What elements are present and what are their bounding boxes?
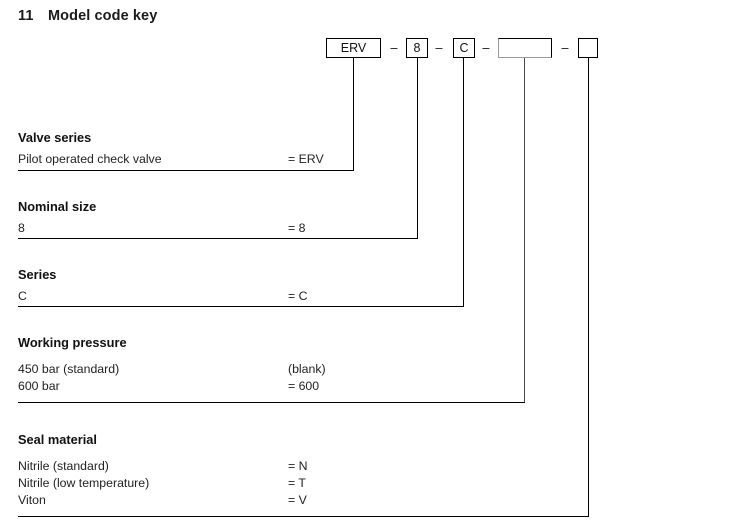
connector-nominal-size-vertical — [417, 58, 418, 239]
connector-valve-series-underline — [18, 170, 354, 171]
connector-series-underline — [18, 306, 464, 307]
code-separator-3: – — [482, 41, 490, 55]
code-separator-4: – — [561, 41, 569, 55]
legend-value-size-8: = 8 — [288, 221, 306, 235]
legend-value-nitrile-low-temperature: = T — [288, 476, 306, 490]
code-box-working-pressure — [498, 38, 552, 58]
legend-value-series-c: = C — [288, 289, 308, 303]
code-box-valve-series: ERV — [326, 38, 381, 58]
legend-value-600-bar: = 600 — [288, 379, 320, 393]
legend-label-viton: Viton — [18, 493, 46, 507]
code-separator-2: – — [435, 41, 443, 55]
legend-value-pilot-operated-check-valve: = ERV — [288, 152, 324, 166]
connector-working-pressure-underline — [18, 402, 525, 403]
legend-label-nitrile-low-temperature: Nitrile (low temperature) — [18, 476, 150, 490]
legend-label-series-c: C — [18, 289, 27, 303]
section-number: 11 — [18, 8, 34, 24]
section-heading-nominal-size: Nominal size — [18, 199, 97, 214]
code-box-nominal-size: 8 — [406, 38, 428, 58]
page-title: 11 Model code key — [18, 8, 157, 24]
connector-working-pressure-vertical — [524, 58, 525, 403]
section-heading-series: Series — [18, 267, 57, 282]
connector-seal-material-vertical — [588, 58, 589, 517]
connector-series-vertical — [463, 58, 464, 307]
connector-seal-material-underline — [18, 516, 589, 517]
legend-label-pilot-operated-check-valve: Pilot operated check valve — [18, 152, 162, 166]
legend-value-450-bar: (blank) — [288, 362, 326, 376]
legend-label-450-bar: 450 bar (standard) — [18, 362, 120, 376]
section-heading-working-pressure: Working pressure — [18, 335, 127, 350]
code-separator-1: – — [390, 41, 398, 55]
code-box-series: C — [453, 38, 475, 58]
legend-label-nitrile-standard: Nitrile (standard) — [18, 459, 109, 473]
legend-label-600-bar: 600 bar — [18, 379, 60, 393]
legend-value-nitrile-standard: = N — [288, 459, 308, 473]
legend-value-viton: = V — [288, 493, 307, 507]
legend-label-size-8: 8 — [18, 221, 25, 235]
code-box-seal-material — [578, 38, 598, 58]
page-title-text: Model code key — [48, 8, 158, 24]
connector-nominal-size-underline — [18, 238, 418, 239]
section-heading-seal-material: Seal material — [18, 432, 97, 447]
connector-valve-series-vertical — [353, 58, 354, 171]
section-heading-valve-series: Valve series — [18, 130, 92, 145]
